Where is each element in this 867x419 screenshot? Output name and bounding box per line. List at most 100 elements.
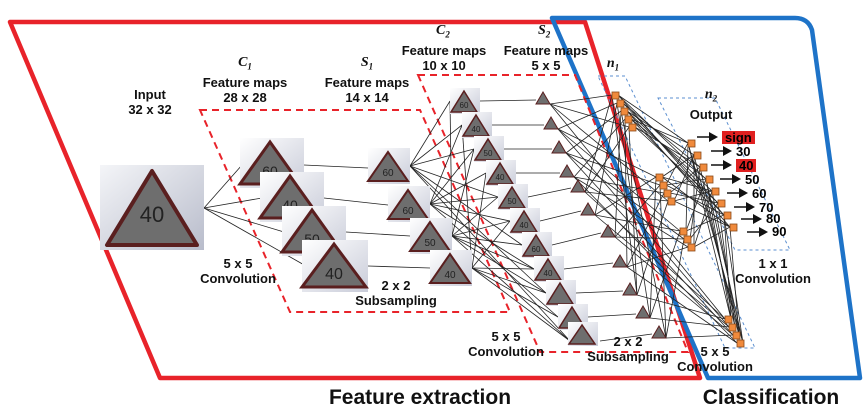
- conn-s2-n1-10-10: [665, 238, 685, 339]
- conn-n1-n2-10-5: [689, 202, 719, 240]
- c2-feature-map-10: [567, 322, 598, 346]
- n2-neuron-2: [699, 163, 708, 172]
- n1-neuron-6: [659, 181, 668, 190]
- n1-neuron-5: [655, 173, 664, 182]
- c2-sign-text-1: 40: [472, 125, 481, 134]
- conn-s1-c2-0-6: [409, 165, 523, 246]
- conn-s2-n1-0-0: [549, 94, 613, 105]
- s1-symbol: S: [360, 55, 369, 70]
- s2-label: S2 Feature maps 5 x 5: [494, 22, 598, 73]
- s2-feature-maps: [535, 91, 667, 339]
- conn-s1-c2-2-7: [451, 235, 535, 270]
- s1-feature-map-1: 60: [386, 186, 430, 222]
- conn-s1-c2-0-0: [409, 100, 451, 167]
- conn-s2-n1-2-6: [565, 152, 661, 186]
- c1-size: 28 x 28: [223, 89, 267, 105]
- n2-title: Output: [689, 106, 733, 122]
- conn-c2-s2-5: [539, 210, 582, 222]
- n2-neuron-6: [723, 211, 732, 220]
- output-arrow-head-6: [753, 214, 762, 224]
- conv3-label: 5 x 5 Convolution: [670, 344, 760, 374]
- n2-symbol: n: [704, 87, 713, 102]
- conn-s2-n1-4-12: [584, 191, 726, 320]
- n1-subscript: 1: [614, 62, 620, 73]
- conn-n1-n2-2-1: [626, 110, 695, 156]
- conn-n1-n2-1-2: [622, 102, 701, 168]
- conn-s2-n1-7-11: [626, 246, 689, 268]
- n1-symbol: n: [606, 56, 615, 71]
- conn-s1-c2-1-7: [429, 203, 535, 270]
- conn-s2-n1-7-15: [626, 266, 738, 344]
- s1-sign-text-0: 60: [382, 168, 394, 179]
- s2-map-4: [570, 179, 586, 193]
- c2-feature-map-6: 60: [521, 232, 552, 258]
- conn-s2-n1-9-9: [649, 230, 681, 319]
- n1-neuron-2: [620, 107, 629, 116]
- n2-label: n2 Output: [676, 86, 746, 122]
- output-label-6: 80: [766, 211, 781, 226]
- n1-neuron-10: [683, 235, 692, 244]
- c2-feature-map-1: 40: [461, 112, 492, 138]
- conn-input-c1-1: [203, 197, 263, 209]
- conn-s1-c2-1-4: [429, 196, 499, 205]
- n2-subscript: 2: [712, 93, 718, 104]
- n2-neuron-5: [717, 199, 726, 208]
- c1-label: C1 Feature maps 28 x 28: [190, 54, 300, 105]
- conn-s1-c2-2-0: [449, 100, 453, 237]
- n1-label: n1: [598, 55, 628, 76]
- s2-map-3: [559, 164, 575, 178]
- output-label-7: 90: [772, 224, 787, 239]
- n2-neuron-7: [729, 223, 738, 232]
- conn-c1-s1-1: [323, 197, 389, 206]
- c2-feature-map-4: 50: [497, 184, 528, 210]
- s1-size: 14 x 14: [345, 89, 389, 105]
- c2-symbol: C: [436, 23, 446, 38]
- conv2-name: Convolution: [468, 344, 544, 359]
- conn-s1-c2-1-2: [429, 148, 475, 205]
- conv1-name: Convolution: [200, 271, 276, 286]
- s2-size: 5 x 5: [531, 57, 561, 73]
- output-arrow-head-1: [723, 146, 732, 156]
- conn-s2-n1-8-4: [628, 126, 638, 296]
- c2-feature-map-8: [545, 280, 576, 306]
- output-arrow-head-7: [759, 227, 768, 237]
- c2-sign-text-3: 40: [496, 173, 505, 182]
- n1-dashed-group: [597, 75, 756, 349]
- feature-extraction-label: Feature extraction: [328, 386, 512, 409]
- conv3-kernel: 5 x 5: [700, 344, 730, 359]
- conn-s2-n1-8-8: [636, 200, 669, 296]
- c2-subscript: 2: [445, 29, 450, 40]
- conn-s2-n1-5-1: [594, 102, 618, 216]
- n1-neuron-0: [611, 91, 620, 100]
- conn-s2-n1-1-1: [557, 102, 618, 130]
- conn-s2-n1-5-9: [594, 214, 681, 232]
- n1-neuron-3: [624, 115, 633, 124]
- s2-map-6: [600, 224, 616, 238]
- conn-n1-n2-15-6: [723, 214, 744, 344]
- c2-sign-text-6: 60: [532, 245, 541, 254]
- c1-feature-map-3: 40: [299, 240, 369, 292]
- conn-s2-n1-10-14: [665, 334, 734, 339]
- c1-title: Feature maps: [202, 74, 288, 90]
- conv4-kernel: 1 x 1: [758, 256, 788, 271]
- conn-c2-s2-8: [575, 290, 624, 294]
- conn-n1-n2-9-0: [685, 142, 689, 232]
- conn-c2-s2-9: [587, 313, 637, 318]
- conn-s2-n1-4-4: [584, 126, 630, 193]
- n1-neuron-9: [679, 227, 688, 236]
- conn-s2-n1-3-11: [573, 176, 689, 248]
- conv2-kernel: 5 x 5: [491, 329, 521, 344]
- output-label-1: 30: [736, 144, 751, 159]
- conn-c2-s2-6: [551, 232, 602, 246]
- conn-n1-n2-10-2: [689, 166, 701, 240]
- conn-input-c1-2: [203, 207, 285, 233]
- c1-subscript: 1: [247, 61, 252, 72]
- neurons: [611, 91, 745, 348]
- output-label-5: 70: [759, 200, 774, 215]
- n1-neuron-1: [616, 99, 625, 108]
- conn-c2-s2-0: [479, 99, 537, 102]
- input-sign: 40: [100, 165, 204, 250]
- c2-feature-map-3: 40: [485, 160, 516, 186]
- conn-s2-n1-6-2: [614, 110, 622, 238]
- c2-sign-text-0: 60: [460, 101, 469, 110]
